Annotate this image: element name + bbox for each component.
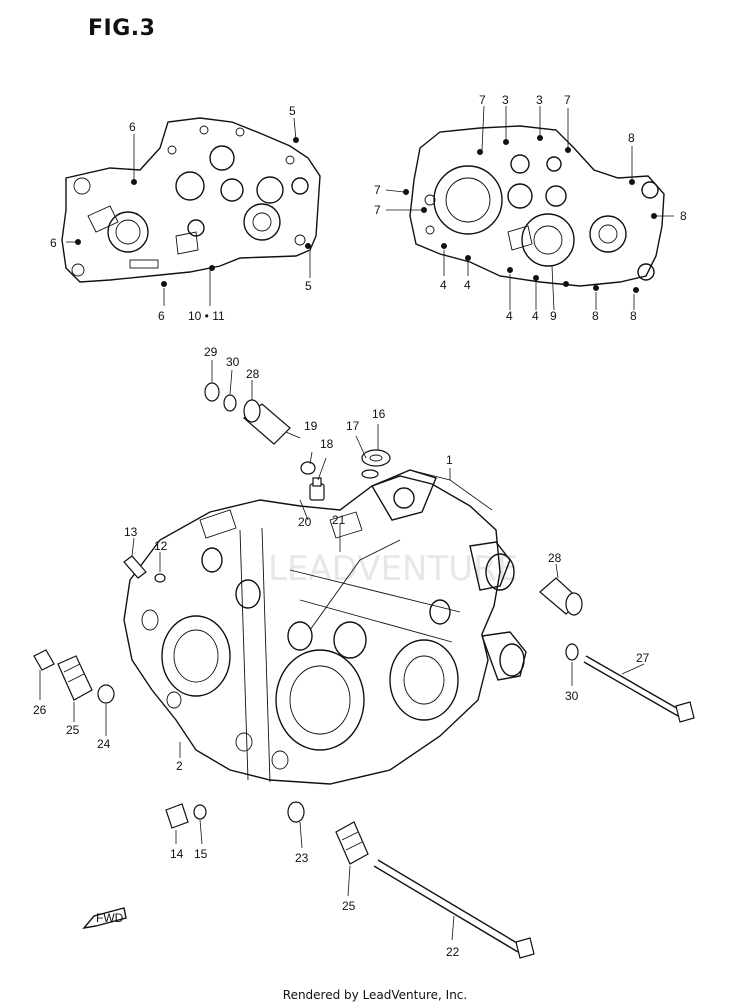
callout-8: 8	[630, 309, 637, 323]
part-14-drain-plug	[165, 803, 189, 829]
part-30-washer-upper	[223, 394, 237, 412]
part-23-o-ring	[287, 801, 305, 823]
callout-20: 20	[298, 515, 312, 529]
right-crankcase-half	[403, 125, 665, 293]
callout-6: 6	[50, 236, 57, 250]
callout-28: 28	[246, 367, 260, 381]
callout-23: 23	[295, 851, 309, 865]
callout-24: 24	[97, 737, 111, 751]
footer-credit: Rendered by LeadVenture, Inc.	[282, 988, 468, 1002]
part-19-washer	[300, 461, 316, 475]
callout-2: 2	[176, 759, 183, 773]
watermark-text: LEADVENTURE	[268, 549, 518, 589]
callout-7: 7	[374, 203, 381, 217]
callout-18: 18	[320, 437, 334, 451]
part-22-bolt	[373, 859, 535, 959]
fwd-label: FWD	[96, 911, 124, 925]
leader-lines	[39, 105, 674, 941]
left-crankcase-half	[61, 117, 321, 287]
callout-15: 15	[194, 847, 208, 861]
callout-7: 7	[564, 93, 571, 107]
callout-7: 7	[374, 183, 381, 197]
callout-10-11: 10 • 11	[188, 309, 225, 323]
part-29-nut	[204, 382, 220, 402]
part-25-filter-lower	[335, 821, 369, 865]
callout-29: 29	[204, 345, 218, 359]
callout-3: 3	[536, 93, 543, 107]
callout-4: 4	[464, 278, 471, 292]
part-28-upper-collar	[243, 399, 301, 445]
callout-9: 9	[550, 309, 557, 323]
callout-1: 1	[446, 453, 453, 467]
callout-22: 22	[446, 945, 460, 959]
crankcase-assembly	[123, 469, 527, 785]
callout-6: 6	[158, 309, 165, 323]
callout-4: 4	[440, 278, 447, 292]
callout-19: 19	[304, 419, 318, 433]
part-26-cap	[33, 649, 55, 671]
callout-25: 25	[342, 899, 356, 913]
callout-4: 4	[532, 309, 539, 323]
callout-4: 4	[506, 309, 513, 323]
callout-26: 26	[33, 703, 47, 717]
callout-17: 17	[346, 419, 360, 433]
callout-5: 5	[305, 279, 312, 293]
callout-25: 25	[66, 723, 80, 737]
figure-title: FIG.3	[88, 16, 156, 41]
callout-3: 3	[502, 93, 509, 107]
callout-13: 13	[124, 525, 138, 539]
part-12-washer	[154, 573, 166, 583]
part-27-pivot-bolt	[583, 655, 695, 723]
callout-6: 6	[129, 120, 136, 134]
callout-5: 5	[289, 104, 296, 118]
part-16-17-grommet	[361, 449, 391, 479]
callout-28: 28	[548, 551, 562, 565]
part-18-plug	[309, 477, 325, 501]
callout-14: 14	[170, 847, 184, 861]
callout-8: 8	[680, 209, 687, 223]
callout-labels: 6 6 6 10 • 11 5 5 7 3 3 7 7 7 8 8 4 4 4 …	[33, 93, 687, 959]
callout-27: 27	[636, 651, 650, 665]
part-28-lower-collar	[539, 577, 583, 616]
callout-7: 7	[479, 93, 486, 107]
callout-30: 30	[226, 355, 240, 369]
part-15-washer	[193, 804, 207, 820]
callout-30: 30	[565, 689, 579, 703]
part-30-washer-lower	[565, 643, 579, 661]
callout-21: 21	[332, 513, 346, 527]
callout-16: 16	[372, 407, 386, 421]
part-13-bolt	[123, 555, 147, 579]
callout-12: 12	[154, 539, 168, 553]
fwd-arrow-icon: FWD	[82, 907, 127, 930]
callout-8: 8	[592, 309, 599, 323]
callout-8: 8	[628, 131, 635, 145]
part-25-filter-left	[57, 655, 93, 701]
part-24-o-ring	[97, 684, 115, 704]
